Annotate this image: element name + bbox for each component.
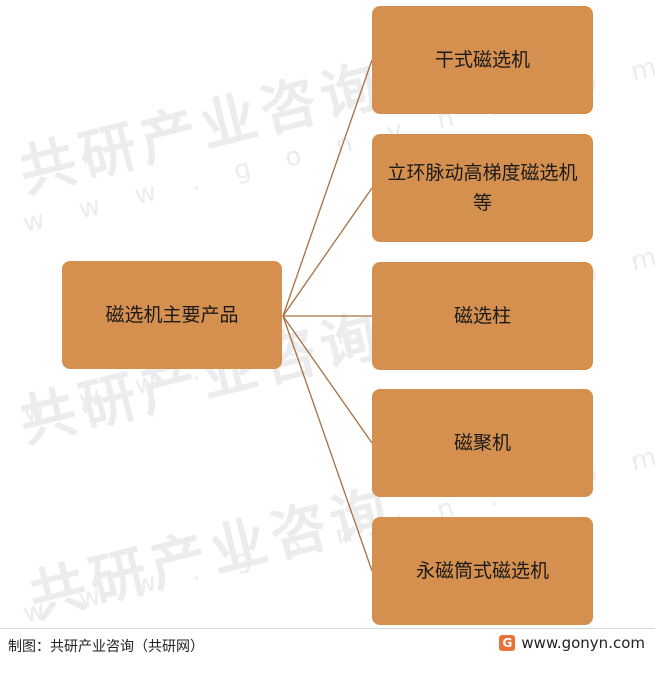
child-node-3: 磁选柱 xyxy=(372,262,593,370)
root-node: 磁选机主要产品 xyxy=(62,261,282,369)
footer-divider xyxy=(0,628,655,629)
connector-line-2 xyxy=(282,187,373,317)
child-node-label: 磁聚机 xyxy=(453,432,511,454)
child-node-4: 磁聚机 xyxy=(372,389,593,497)
footer-site[interactable]: G www.gonyn.com xyxy=(499,634,645,652)
connector-line-5 xyxy=(282,315,373,572)
root-node-label: 磁选机主要产品 xyxy=(105,304,239,326)
child-node-label: 永磁筒式磁选机 xyxy=(415,560,549,582)
child-node-2: 立环脉动高梯度磁选机等 xyxy=(372,134,593,242)
connector-line-1 xyxy=(282,59,373,317)
child-node-label: 立环脉动高梯度磁选机等 xyxy=(387,162,578,214)
connector-line-4 xyxy=(282,315,373,444)
child-node-label: 干式磁选机 xyxy=(434,49,530,71)
child-node-1: 干式磁选机 xyxy=(372,6,593,114)
gonyn-logo-icon: G xyxy=(499,635,516,651)
child-node-label: 磁选柱 xyxy=(453,305,511,327)
footer-source: 制图：共研产业咨询（共研网） xyxy=(8,639,204,655)
child-node-5: 永磁筒式磁选机 xyxy=(372,517,593,625)
footer-site-url[interactable]: www.gonyn.com xyxy=(521,634,645,652)
